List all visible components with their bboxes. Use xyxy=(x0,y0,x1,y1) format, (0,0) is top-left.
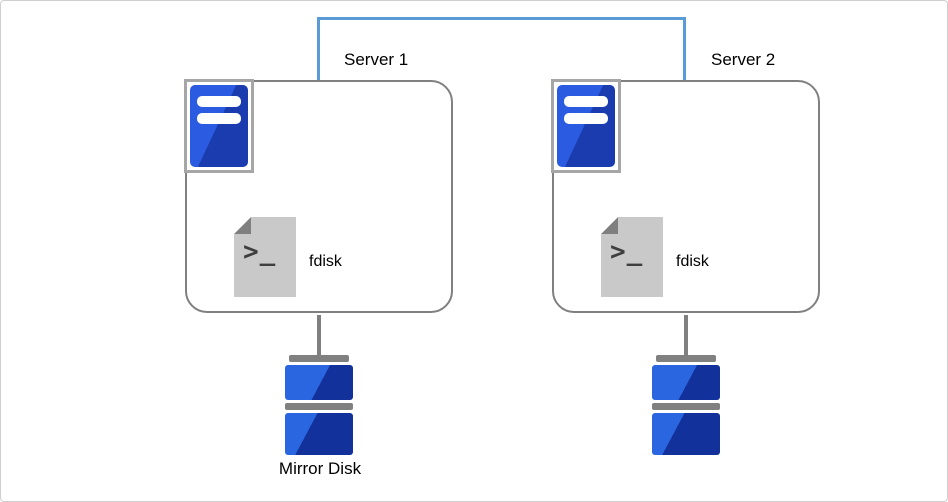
mirror-disk-stack xyxy=(285,355,353,455)
disk-bar xyxy=(285,403,353,410)
server-1-group: Server 1 >_ fdisk Mirror Disk xyxy=(184,1,456,501)
disk-platter xyxy=(285,365,353,400)
server-slot-icon xyxy=(197,96,241,107)
server-slot-icon xyxy=(564,96,608,107)
server-slot-icon xyxy=(197,113,241,124)
disk-connector-line xyxy=(317,315,321,357)
server-slot-icon xyxy=(564,113,608,124)
disk-bar xyxy=(289,355,349,362)
command-prompt-glyph: >_ xyxy=(243,237,277,267)
disk-connector-line xyxy=(684,315,688,357)
mirror-disk-stack xyxy=(652,355,720,455)
server-link-connector xyxy=(317,17,686,80)
server-icon-body xyxy=(557,85,615,167)
disk-bar xyxy=(652,403,720,410)
fdisk-label: fdisk xyxy=(309,253,342,270)
disk-bar xyxy=(656,355,716,362)
server-icon xyxy=(184,79,254,173)
terminal-file-icon: >_ xyxy=(234,217,296,297)
command-prompt-glyph: >_ xyxy=(610,237,644,267)
server-icon-body xyxy=(190,85,248,167)
disk-platter xyxy=(652,413,720,455)
disk-platter xyxy=(285,413,353,455)
server-icon xyxy=(551,79,621,173)
server-2-label: Server 2 xyxy=(711,50,776,69)
terminal-file-icon: >_ xyxy=(601,217,663,297)
fdisk-label: fdisk xyxy=(676,253,709,270)
disk-platter xyxy=(652,365,720,400)
mirror-disk-label: Mirror Disk xyxy=(278,459,362,478)
server-2-group: Server 2 >_ fdisk xyxy=(551,1,823,501)
server-2-box xyxy=(552,80,820,313)
server-1-label: Server 1 xyxy=(344,50,409,69)
